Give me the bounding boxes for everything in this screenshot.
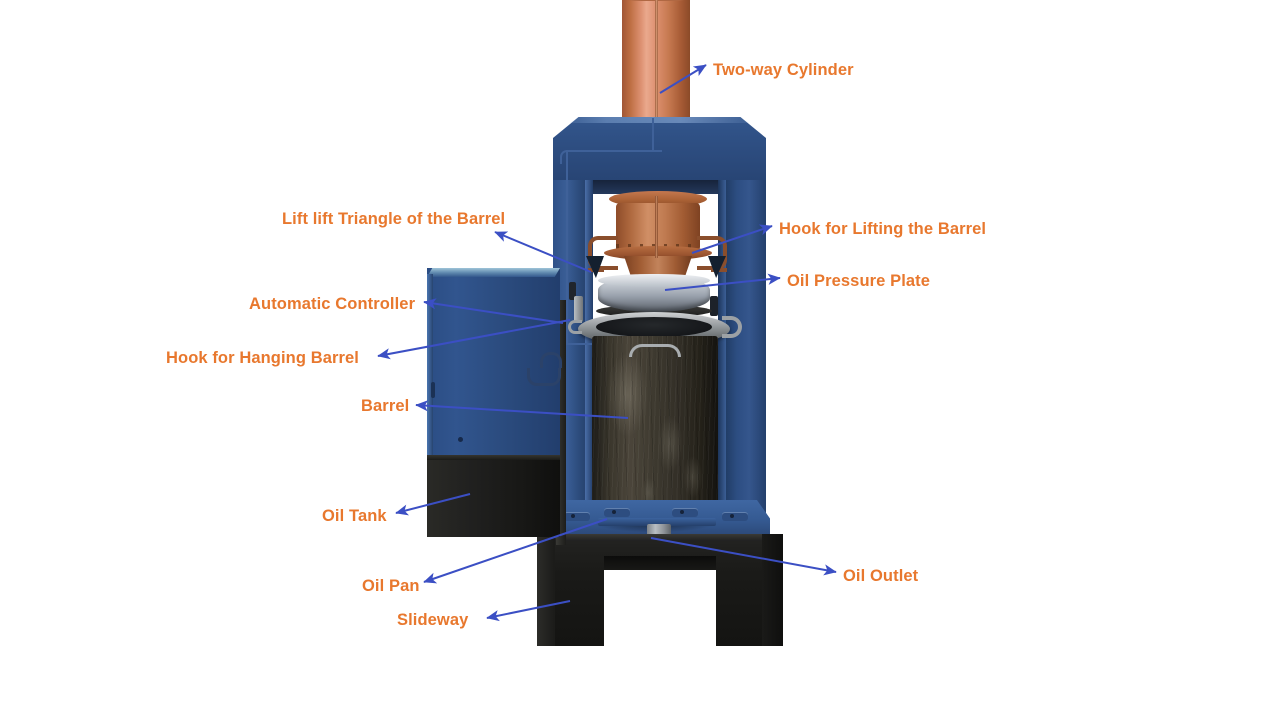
oil-tank-part <box>427 455 560 537</box>
stand-cutout <box>604 570 716 646</box>
stand-side-right <box>762 534 783 646</box>
callout-label-lift-lift-triangle-of-the-barrel: Lift lift Triangle of the Barrel <box>282 210 506 228</box>
bolt-dot <box>680 510 684 514</box>
base-plate-cross-bar <box>598 518 716 526</box>
bolt-pad <box>604 508 630 517</box>
press-recess-top-bar <box>591 180 719 194</box>
callout-label-oil-pan: Oil Pan <box>362 577 420 595</box>
stand-side-left <box>537 534 555 646</box>
callout-label-oil-pressure-plate: Oil Pressure Plate <box>787 272 931 290</box>
oil-pressure-plate-top <box>598 274 710 287</box>
callout-label-hook-for-hanging-barrel: Hook for Hanging Barrel <box>166 349 359 367</box>
callout-label-hook-for-lifting-the-barrel: Hook for Lifting the Barrel <box>779 220 987 238</box>
barrel-part <box>592 336 718 532</box>
frame-head-highlight <box>570 117 749 123</box>
controller-cabinet-top <box>427 268 560 277</box>
bolt-pad <box>564 512 590 521</box>
oil-tank-top-edge <box>427 455 560 460</box>
valve-block <box>569 282 576 300</box>
controller-screw <box>458 437 463 442</box>
callout-label-two-way-cylinder: Two-way Cylinder <box>713 61 854 79</box>
callout-label-automatic-controller: Automatic Controller <box>249 295 416 313</box>
frame-column-right-edge <box>718 180 726 535</box>
ram-body <box>616 203 700 251</box>
controller-cabinet-edge <box>427 274 433 456</box>
ram-center-rod <box>655 196 658 258</box>
callout-label-oil-outlet: Oil Outlet <box>843 567 919 585</box>
frame-head <box>553 117 766 187</box>
tank-connecting-strip <box>556 300 566 545</box>
barrel-opening <box>596 317 712 337</box>
bolt-pad <box>722 512 748 521</box>
callout-label-slideway: Slideway <box>397 611 469 629</box>
automatic-controller-cabinet <box>427 268 560 456</box>
hydraulic-tube-horizontal-bottom <box>566 343 596 345</box>
controller-pipe-upper <box>540 352 562 368</box>
frame-column-right <box>724 180 766 535</box>
callout-label-oil-tank: Oil Tank <box>322 507 387 525</box>
frame-column-left-edge <box>585 180 593 535</box>
valve-block-right <box>710 296 718 316</box>
barrel-texture <box>592 336 718 532</box>
bolt-dot <box>730 514 734 518</box>
bolt-dot <box>612 510 616 514</box>
stand-top-bevel <box>537 534 783 541</box>
bolt-pad <box>672 508 698 517</box>
controller-door-latch <box>431 382 435 398</box>
hydraulic-tube-vertical-left <box>566 150 568 345</box>
bolt-dot <box>571 514 575 518</box>
barrel-side-handle <box>629 344 681 357</box>
callout-label-barrel: Barrel <box>361 397 410 415</box>
barrel-rim-handle-left <box>568 320 582 334</box>
controller-pipe-lower <box>527 368 561 386</box>
hook-for-hanging-barrel-part <box>574 296 583 322</box>
cylinder-rod <box>655 0 658 120</box>
barrel-rim-handle-right <box>722 316 742 338</box>
hydraulic-tube-horizontal-top <box>566 150 662 152</box>
hydraulic-tube-vertical-center <box>652 118 654 150</box>
